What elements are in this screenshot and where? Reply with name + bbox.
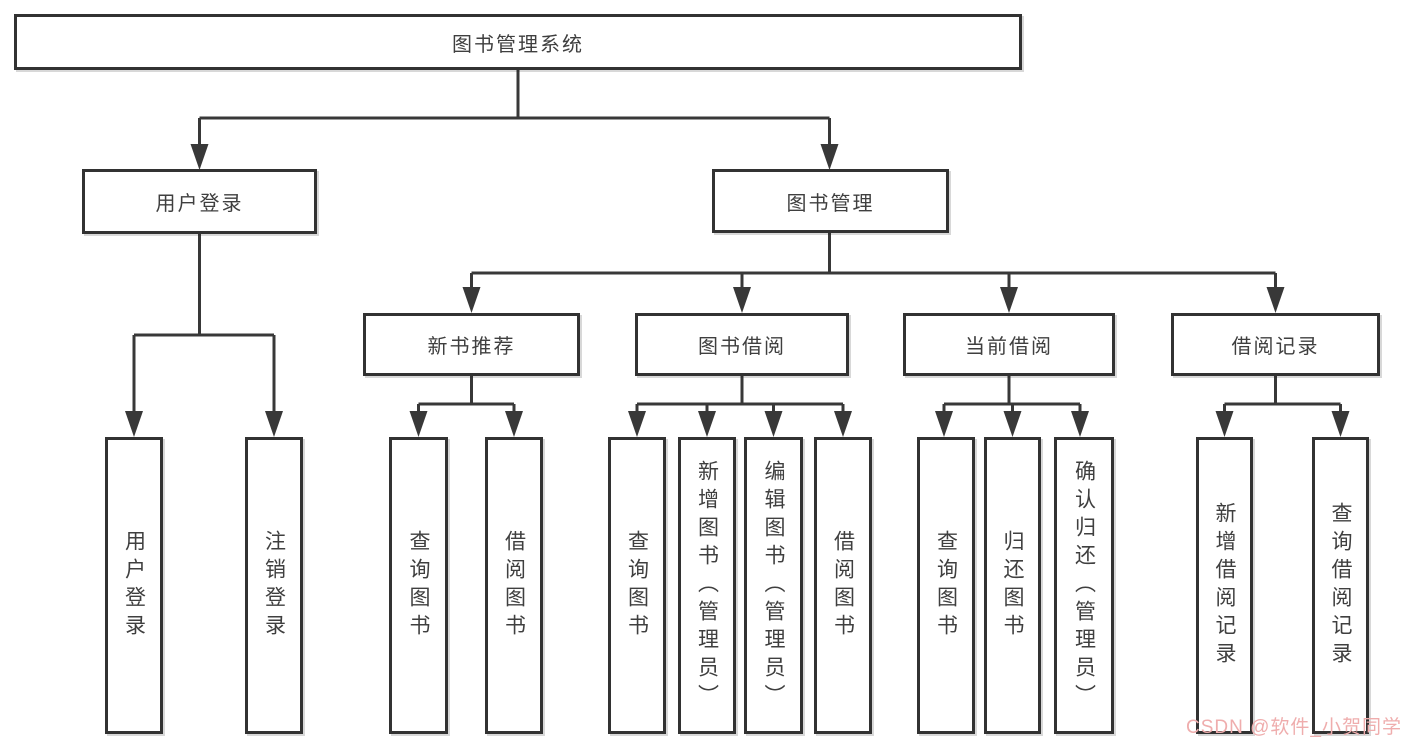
node-current-borrow-label: 当前借阅 (965, 336, 1053, 358)
leaf-borrow-borrow-books: 借阅图书 (814, 437, 872, 734)
leaf-borrow-borrow-books-label: 借阅图书 (831, 529, 855, 642)
leaf-newbook-query-books: 查询图书 (389, 437, 448, 734)
node-user-login-label: 用户登录 (155, 193, 244, 215)
leaf-borrow-add-books-admin-label: 新增图书（管理员） (695, 459, 719, 712)
leaf-borrow-edit-books-admin-label: 编辑图书（管理员） (762, 459, 785, 712)
node-current-borrow: 当前借阅 (903, 313, 1115, 376)
leaf-borrow-add-books-admin: 新增图书（管理员） (678, 437, 736, 734)
leaf-user-login-label: 用户登录 (122, 529, 146, 642)
node-borrow-records-label: 借阅记录 (1231, 336, 1320, 358)
leaf-current-return-books: 归还图书 (984, 437, 1041, 734)
leaf-user-login: 用户登录 (105, 437, 163, 734)
csdn-watermark: CSDN @软件_小贺同学 (1186, 717, 1402, 738)
node-book-borrow-label: 图书借阅 (698, 336, 786, 358)
leaf-records-query-record-label: 查询借阅记录 (1329, 501, 1352, 670)
leaf-current-confirm-return-admin: 确认归还（管理员） (1054, 437, 1114, 734)
leaf-current-query-books-label: 查询图书 (934, 529, 958, 642)
leaf-borrow-edit-books-admin: 编辑图书（管理员） (744, 437, 803, 734)
leaf-records-add-record: 新增借阅记录 (1196, 437, 1253, 734)
leaf-current-query-books: 查询图书 (917, 437, 975, 734)
leaf-newbook-borrow-books: 借阅图书 (485, 437, 543, 734)
node-new-book-recommend: 新书推荐 (363, 313, 580, 376)
node-user-login: 用户登录 (82, 169, 317, 234)
leaf-records-add-record-label: 新增借阅记录 (1213, 501, 1236, 670)
node-book-management-label: 图书管理 (786, 192, 875, 215)
leaf-logout: 注销登录 (245, 437, 303, 734)
leaf-logout-label: 注销登录 (262, 529, 286, 642)
node-borrow-records: 借阅记录 (1171, 313, 1380, 376)
leaf-newbook-borrow-books-label: 借阅图书 (502, 529, 526, 642)
leaf-current-confirm-return-admin-label: 确认归还（管理员） (1072, 459, 1096, 712)
node-root-label: 图书管理系统 (452, 33, 584, 56)
node-root: 图书管理系统 (14, 14, 1022, 70)
node-book-management: 图书管理 (712, 169, 949, 233)
leaf-borrow-query-books-label: 查询图书 (625, 529, 649, 642)
arrowheads (125, 144, 1350, 437)
leaf-newbook-query-books-label: 查询图书 (407, 529, 430, 642)
node-book-borrow: 图书借阅 (635, 313, 849, 376)
node-new-book-recommend-label: 新书推荐 (427, 336, 516, 358)
leaf-borrow-query-books: 查询图书 (608, 437, 666, 734)
leaf-current-return-books-label: 归还图书 (1001, 529, 1024, 642)
leaf-records-query-record: 查询借阅记录 (1312, 437, 1369, 734)
